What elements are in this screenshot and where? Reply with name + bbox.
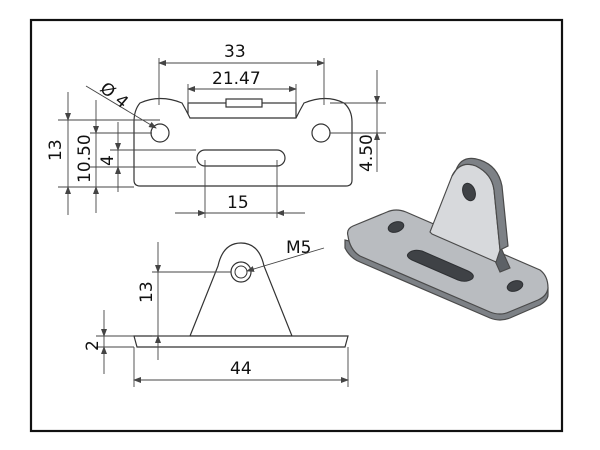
dim-overall-height-label: 13 [46, 139, 66, 161]
dimension-overall-height: 13 [46, 92, 71, 215]
iso-upright-rim [451, 157, 509, 251]
left-extension-lines [58, 119, 196, 188]
front-view [133, 242, 349, 348]
front-view-base-plate [133, 335, 349, 348]
front-view-hole-inner [234, 265, 248, 279]
top-view [133, 97, 353, 187]
dimension-slot-height: 4 [98, 122, 121, 192]
dim-base-length-label: 44 [230, 359, 252, 379]
dimension-base-length: 44 [133, 347, 349, 387]
dimension-bracket-height: 13 [137, 242, 231, 360]
dim-slot-length-label: 15 [227, 193, 249, 213]
dim-hole-row-height-label: 10.50 [75, 134, 95, 183]
iso-upright-hole [462, 182, 476, 202]
dimension-slot-length: 15 [175, 160, 305, 218]
top-view-bracket-nub [225, 98, 263, 108]
iso-hole-right [506, 280, 524, 292]
top-view-hole-right [311, 123, 331, 143]
isometric-view [344, 157, 549, 321]
dimension-plate-thickness: 2 [83, 310, 134, 374]
top-view-slot [196, 149, 286, 167]
iso-slot [406, 249, 474, 282]
iso-hole-left [387, 221, 405, 233]
dimension-thread: M5 [246, 238, 325, 272]
dim-top-width-label: 33 [224, 42, 246, 62]
dimension-hole-spacing: 21.47 [187, 69, 297, 104]
dimension-hole-row-height: 10.50 [75, 100, 152, 213]
dim-plate-thickness-label: 2 [83, 340, 103, 351]
dim-edge-offset-label: 4.50 [357, 134, 377, 172]
front-view-hole-outer [230, 261, 252, 283]
dim-bracket-height-label: 13 [137, 281, 157, 303]
dim-slot-height-label: 4 [98, 155, 118, 166]
dimension-top-width: 33 [158, 42, 325, 105]
dim-hole-spacing-label: 21.47 [212, 69, 261, 89]
dim-thread-label: M5 [286, 238, 311, 258]
front-view-upright [189, 242, 293, 337]
dimension-edge-offset: 4.50 [330, 70, 386, 172]
